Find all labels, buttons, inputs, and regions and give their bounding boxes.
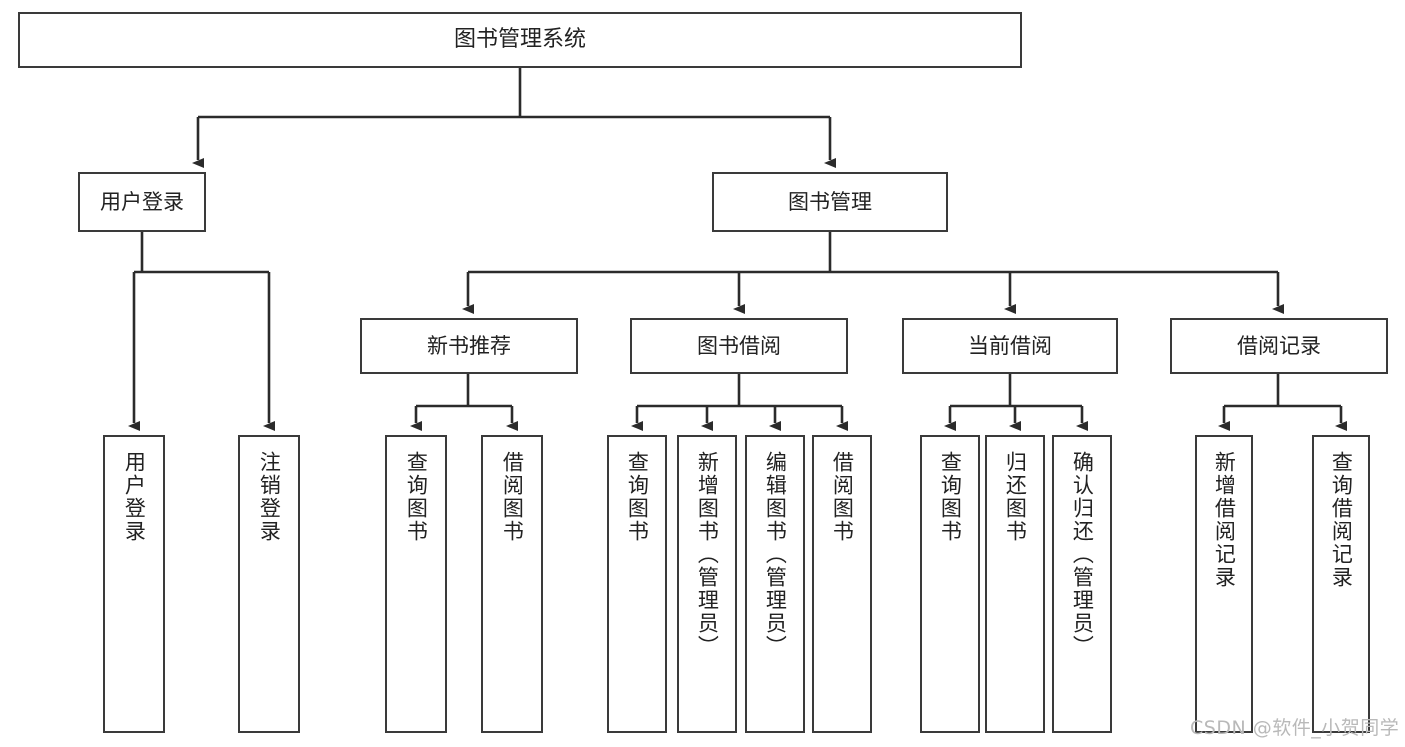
leaf-label: 查询图书 [404, 451, 429, 543]
leaf-user-login[interactable]: 用户登录 [103, 435, 165, 733]
node-label: 图书管理 [788, 189, 872, 214]
node-label: 用户登录 [100, 189, 184, 214]
leaf-borrow-book[interactable]: 借阅图书 [812, 435, 872, 733]
leaf-label: 新增图书（管理员） [695, 451, 720, 658]
leaf-add-borrow-record[interactable]: 新增借阅记录 [1195, 435, 1253, 733]
leaf-query-book-borrow[interactable]: 查询图书 [607, 435, 667, 733]
node-root-label: 图书管理系统 [453, 27, 586, 53]
leaf-label: 新增借阅记录 [1212, 451, 1237, 589]
leaf-query-book-current[interactable]: 查询图书 [920, 435, 980, 733]
node-root[interactable]: 图书管理系统 [18, 12, 1022, 68]
node-current-borrow[interactable]: 当前借阅 [902, 318, 1118, 374]
leaf-label: 查询图书 [938, 451, 963, 543]
leaf-label: 编辑图书（管理员） [763, 451, 788, 658]
leaf-label: 查询图书 [625, 451, 650, 543]
node-label: 当前借阅 [968, 333, 1052, 358]
leaf-label: 查询借阅记录 [1329, 451, 1354, 589]
leaf-add-book-admin[interactable]: 新增图书（管理员） [677, 435, 737, 733]
leaf-query-borrow-record[interactable]: 查询借阅记录 [1312, 435, 1370, 733]
node-label: 借阅记录 [1237, 333, 1321, 358]
node-label: 新书推荐 [427, 333, 511, 358]
watermark: CSDN @软件_小贺同学 [1190, 717, 1400, 739]
node-user-login[interactable]: 用户登录 [78, 172, 206, 232]
node-new-book-recommend[interactable]: 新书推荐 [360, 318, 578, 374]
leaf-label: 借阅图书 [500, 451, 525, 543]
leaf-label: 用户登录 [122, 451, 147, 543]
leaf-query-book-recommend[interactable]: 查询图书 [385, 435, 447, 733]
node-borrow-records[interactable]: 借阅记录 [1170, 318, 1388, 374]
leaf-label: 借阅图书 [830, 451, 855, 543]
leaf-label: 注销登录 [257, 451, 282, 543]
leaf-label: 确认归还（管理员） [1070, 451, 1095, 658]
node-label: 图书借阅 [697, 333, 781, 358]
node-book-management[interactable]: 图书管理 [712, 172, 948, 232]
leaf-borrow-book-recommend[interactable]: 借阅图书 [481, 435, 543, 733]
leaf-logout[interactable]: 注销登录 [238, 435, 300, 733]
node-book-borrow[interactable]: 图书借阅 [630, 318, 848, 374]
leaf-label: 归还图书 [1003, 451, 1028, 543]
leaf-return-book[interactable]: 归还图书 [985, 435, 1045, 733]
leaf-confirm-return-admin[interactable]: 确认归还（管理员） [1052, 435, 1112, 733]
leaf-edit-book-admin[interactable]: 编辑图书（管理员） [745, 435, 805, 733]
